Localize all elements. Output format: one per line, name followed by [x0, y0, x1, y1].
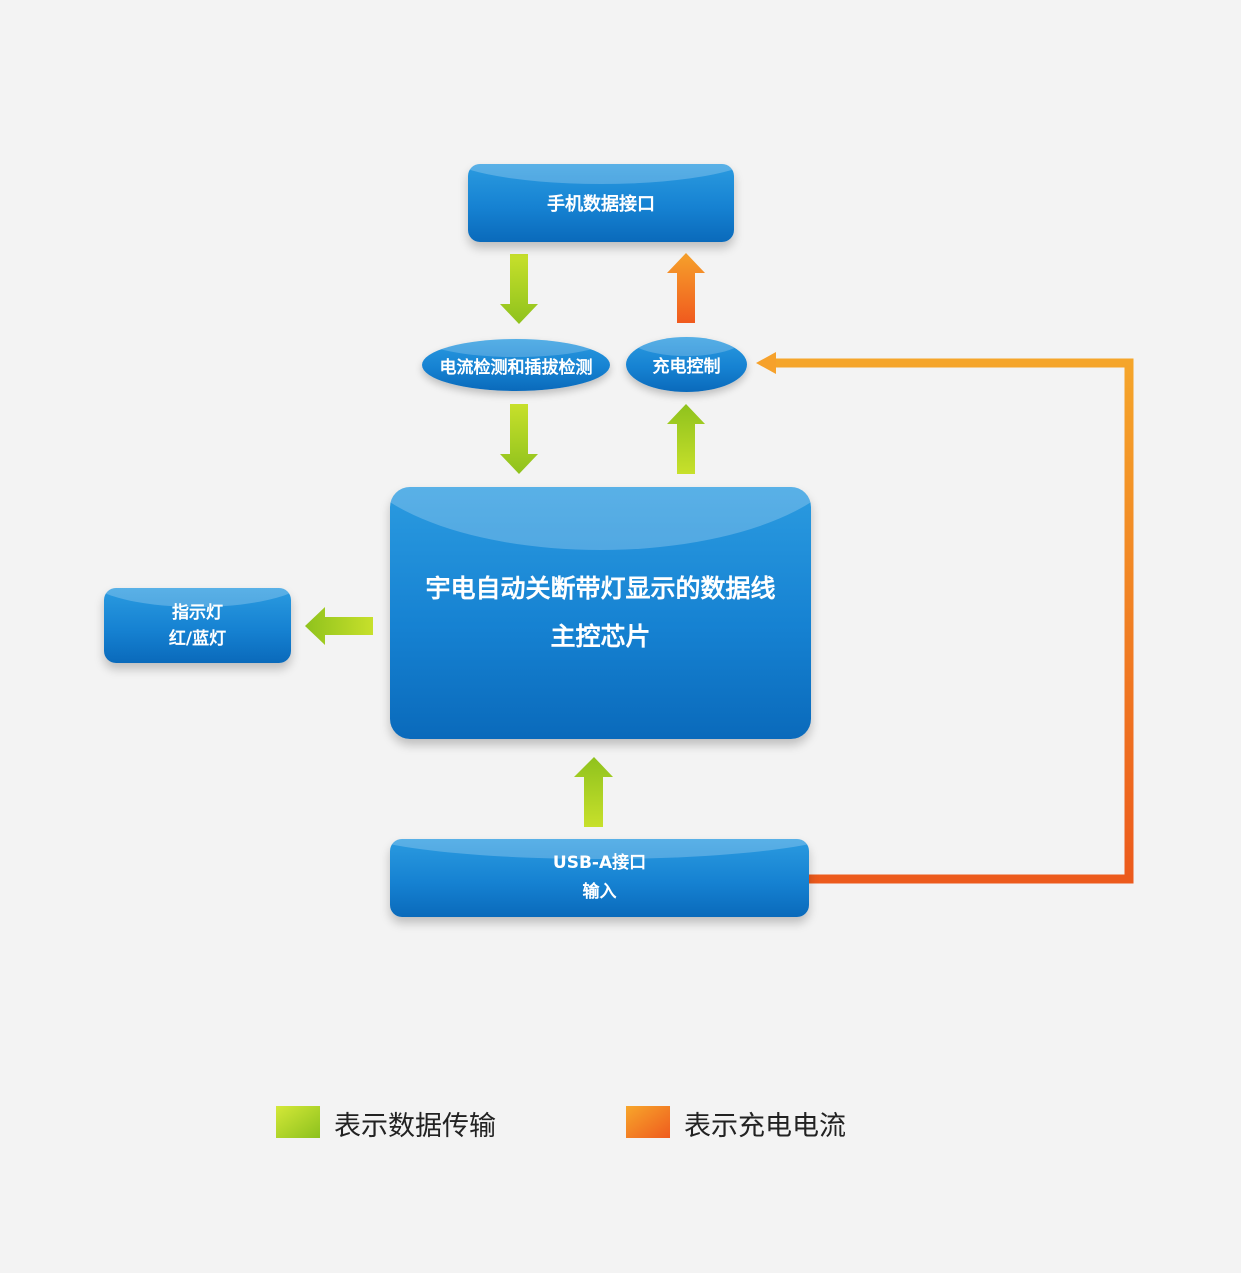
- indicator-title: 指示灯: [172, 602, 223, 623]
- legend-current-label: 表示充电电流: [684, 1111, 846, 1142]
- arrow-chip-to-indicator: [305, 607, 373, 645]
- arrow-usb-to-chip: [574, 757, 613, 827]
- usb-subtitle: 输入: [582, 882, 617, 902]
- legend-data-swatch: [276, 1106, 320, 1138]
- usb-input-box: USB-A接口 输入: [390, 839, 809, 917]
- current-line: [772, 358, 1134, 884]
- phone-interface-label: 手机数据接口: [547, 194, 655, 215]
- charge-control-oval: 充电控制: [626, 337, 747, 392]
- main-chip-title: 宇电自动关断带灯显示的数据线: [425, 574, 776, 603]
- main-chip-subtitle: 主控芯片: [550, 622, 651, 651]
- current-detect-label: 电流检测和插拔检测: [439, 357, 593, 378]
- legend-current-swatch: [626, 1106, 670, 1138]
- charge-control-label: 充电控制: [652, 357, 721, 377]
- arrow-phone-to-detect: [500, 254, 538, 324]
- usb-title: USB-A接口: [552, 853, 647, 873]
- indicator-box: 指示灯 红/蓝灯: [104, 588, 291, 663]
- arrow-charge-to-phone: [667, 253, 705, 323]
- current-line-arrowhead: [756, 352, 776, 374]
- phone-interface-box: 手机数据接口: [468, 164, 734, 242]
- arrow-chip-to-charge: [667, 404, 705, 474]
- indicator-subtitle: 红/蓝灯: [168, 628, 227, 649]
- legend-data-label: 表示数据传输: [334, 1111, 496, 1142]
- main-chip-box: 宇电自动关断带灯显示的数据线 主控芯片: [390, 487, 811, 739]
- arrow-detect-to-chip: [500, 404, 538, 474]
- current-detect-oval: 电流检测和插拔检测: [422, 339, 610, 391]
